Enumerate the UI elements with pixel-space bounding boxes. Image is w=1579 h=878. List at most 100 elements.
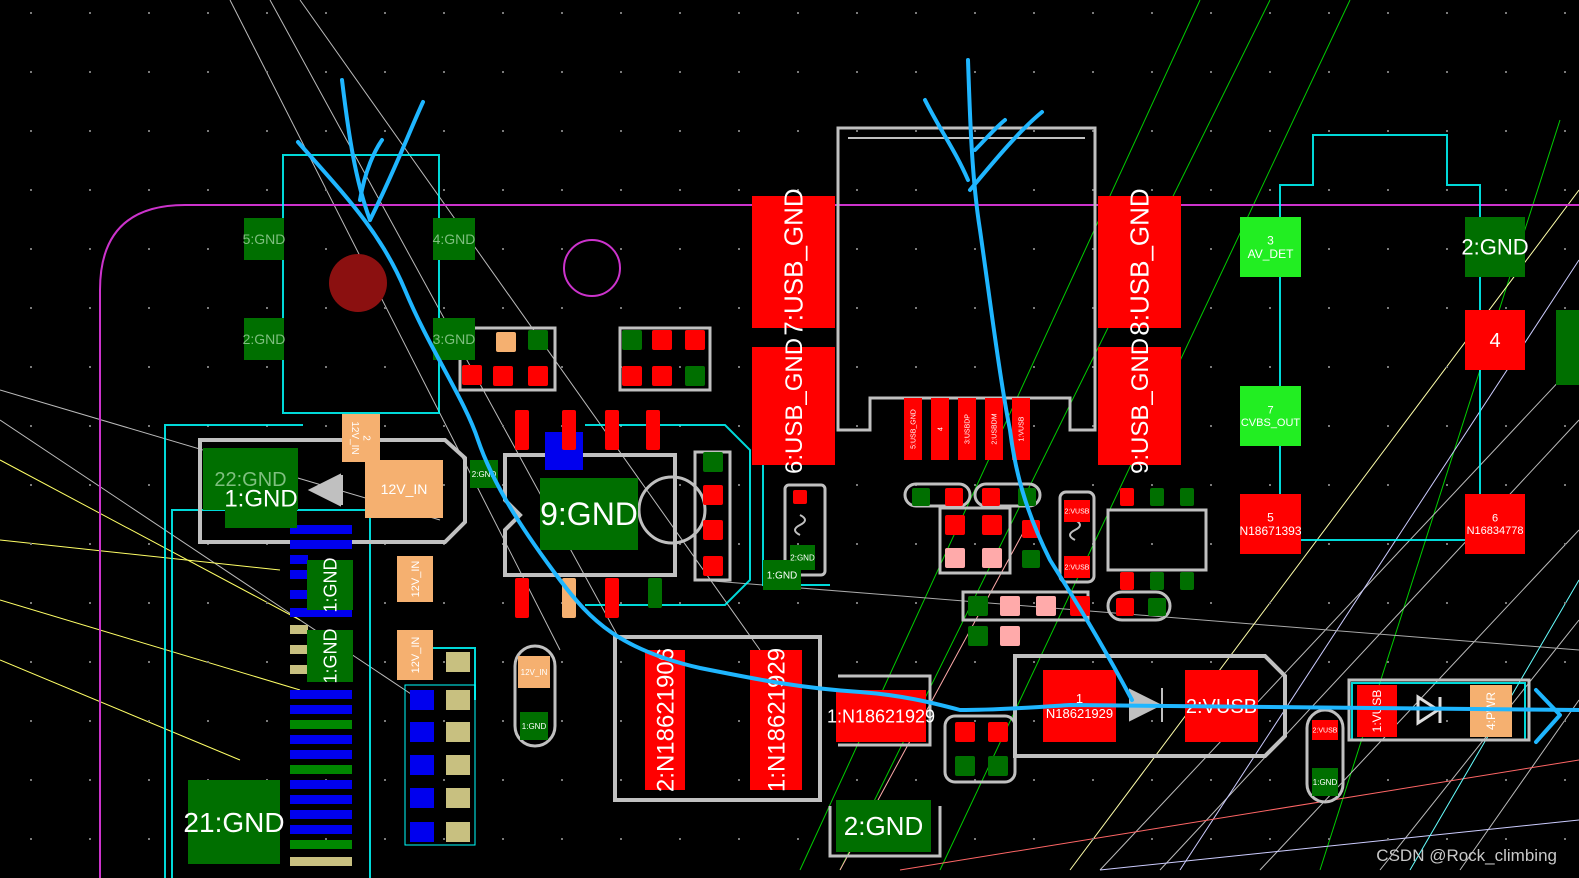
grid-dot (1387, 779, 1389, 781)
pad-gnd5[interactable] (244, 218, 284, 260)
smd-pad[interactable] (605, 410, 619, 450)
smd-pad[interactable] (515, 410, 529, 450)
pad-gnd_small_e[interactable] (790, 545, 815, 570)
pad-vusb_small_a[interactable] (1064, 556, 1090, 578)
smd-pad[interactable] (945, 548, 965, 568)
smd-pad[interactable] (528, 366, 548, 386)
smd-pad[interactable] (988, 722, 1008, 742)
smd-pad[interactable] (648, 578, 662, 608)
smd-pad[interactable] (968, 596, 988, 616)
grid-dot (1210, 602, 1212, 604)
smd-pad[interactable] (493, 366, 513, 386)
pad-usb_p5[interactable] (1012, 398, 1030, 460)
pad-gnd1v_b[interactable] (307, 630, 353, 682)
smd-pad[interactable] (1180, 572, 1194, 590)
pad-cvbs_out[interactable] (1240, 386, 1301, 446)
pad-n5[interactable] (1240, 494, 1301, 554)
smd-pad[interactable] (646, 410, 660, 450)
pad-gnd9[interactable] (540, 478, 638, 550)
grid-dot (1092, 130, 1094, 132)
smd-pad[interactable] (605, 578, 619, 618)
pad-v12in_d[interactable] (397, 630, 433, 680)
pad-gnd3[interactable] (433, 318, 475, 360)
pad-label-line: 2:USBDM (991, 413, 998, 444)
smd-pad[interactable] (1120, 488, 1134, 506)
smd-pad[interactable] (1000, 596, 1020, 616)
pad-n1906[interactable] (645, 650, 685, 790)
smd-pad[interactable] (1120, 572, 1134, 590)
smd-pad[interactable] (562, 410, 576, 450)
smd-pad[interactable] (652, 330, 672, 350)
smd-pad[interactable] (622, 330, 642, 350)
via-6[interactable] (329, 254, 387, 312)
smd-pad[interactable] (1036, 596, 1056, 616)
grid-dot (1564, 838, 1566, 840)
pad-usb_p1[interactable] (904, 398, 922, 460)
smd-pad[interactable] (1022, 550, 1040, 568)
pad-usb_gnd6[interactable] (752, 347, 835, 465)
smd-pad[interactable] (622, 366, 642, 386)
smd-pad[interactable] (982, 548, 1002, 568)
pad-v12in_e[interactable] (518, 656, 550, 688)
smd-pad[interactable] (912, 488, 930, 506)
pad-gnd1v_a[interactable] (307, 560, 353, 610)
pad-r4[interactable] (1465, 310, 1525, 370)
smd-pad[interactable] (982, 515, 1002, 535)
pad-gnd2a[interactable] (244, 318, 284, 360)
pad-v12in_a[interactable] (342, 414, 380, 462)
smd-pad[interactable] (703, 556, 723, 576)
pad-vusb_small_b[interactable] (1064, 500, 1090, 522)
pad-vusb1[interactable] (1357, 685, 1397, 737)
smd-pad[interactable] (703, 520, 723, 540)
pad-gnd2bot[interactable] (836, 800, 931, 852)
smd-pad[interactable] (945, 488, 963, 506)
smd-pad[interactable] (462, 365, 482, 385)
smd-pad[interactable] (515, 578, 529, 618)
smd-pad[interactable] (496, 332, 516, 352)
smd-pad[interactable] (955, 722, 975, 742)
pad-gnd2r[interactable] (1465, 217, 1525, 277)
grid-dot (856, 307, 858, 309)
smd-pad[interactable] (1000, 626, 1020, 646)
pad-vusb_small_c[interactable] (1312, 720, 1338, 740)
smd-pad[interactable] (1150, 488, 1164, 506)
pad-gnd_small_c[interactable] (520, 712, 548, 740)
pad-usb_gnd7[interactable] (752, 196, 835, 328)
smd-pad[interactable] (982, 488, 1000, 506)
pad-usb_p2[interactable] (931, 398, 949, 460)
pad-usb_p4[interactable] (985, 398, 1003, 460)
grid-dot (1269, 602, 1271, 604)
pad[interactable] (1556, 310, 1579, 385)
pad-v12in_c[interactable] (397, 556, 433, 602)
smd-pad[interactable] (652, 366, 672, 386)
pad-gnd1[interactable] (225, 468, 297, 528)
smd-pad[interactable] (968, 626, 988, 646)
pad-av_det[interactable] (1240, 217, 1301, 277)
grid-dot (1564, 602, 1566, 604)
smd-pad[interactable] (703, 485, 723, 505)
pad-gnd21[interactable] (188, 780, 280, 864)
smd-pad[interactable] (945, 515, 965, 535)
pad-v12in_b[interactable] (365, 460, 443, 518)
smd-pad[interactable] (685, 366, 705, 386)
smd-pad[interactable] (1150, 572, 1164, 590)
smd-pad[interactable] (1116, 598, 1134, 616)
pad-gnd4[interactable] (433, 218, 475, 260)
smd-pad[interactable] (528, 330, 548, 350)
smd-pad[interactable] (685, 330, 705, 350)
pad-usb_gnd9[interactable] (1098, 347, 1181, 465)
smd-pad[interactable] (793, 490, 807, 504)
smd-pad[interactable] (955, 756, 975, 776)
smd-pad[interactable] (703, 452, 723, 472)
pad-usb_gnd8[interactable] (1098, 196, 1181, 328)
pad-usb_p3[interactable] (958, 398, 976, 460)
pad-n1929a[interactable] (750, 650, 802, 790)
smd-pad[interactable] (988, 756, 1008, 776)
smd-pad[interactable] (1180, 488, 1194, 506)
pad-label-n1929a: 1:N18621929 (763, 648, 790, 792)
grid-dot (502, 425, 504, 427)
pad-n6[interactable] (1465, 494, 1525, 554)
smd-pad[interactable] (1148, 598, 1166, 616)
pad-gnd_small_d[interactable] (1312, 768, 1338, 796)
